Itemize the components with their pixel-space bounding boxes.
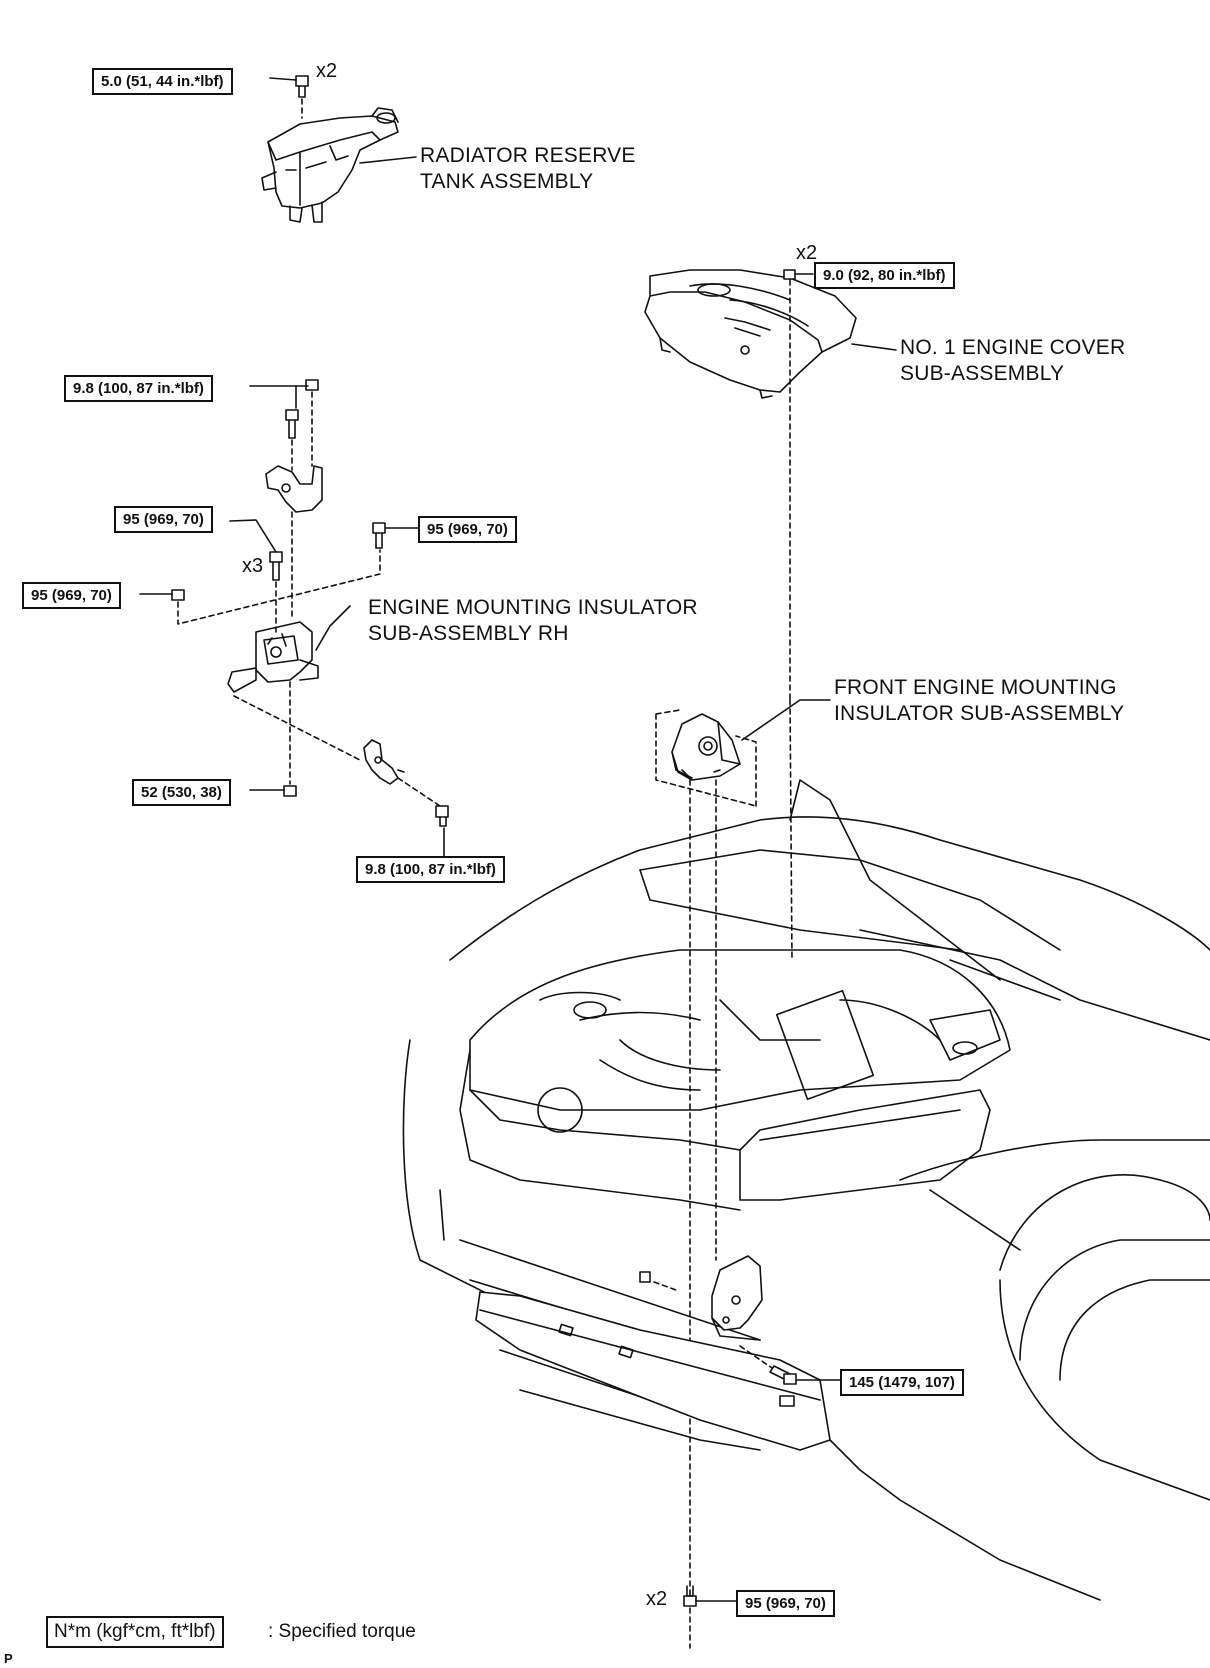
upper-bracket-leader bbox=[249, 385, 297, 409]
upper-bracket-dashed-lines bbox=[291, 391, 313, 471]
reserve-tank-leader bbox=[359, 156, 417, 164]
qty-tank-bolts: x2 bbox=[316, 60, 338, 82]
engine-cover-drawing bbox=[644, 269, 857, 399]
torque-label-cover-nut: 9.0 (92, 80 in.*lbf) bbox=[814, 262, 955, 289]
upper-bracket-bolt-icon bbox=[285, 409, 299, 439]
front-insulator-drawing bbox=[671, 713, 741, 781]
part-label-reserve-tank: RADIATOR RESERVE TANK ASSEMBLY bbox=[420, 144, 636, 193]
rh-dashed-lines bbox=[177, 549, 381, 625]
part-label-insulator-rh: ENGINE MOUNTING INSULATOR SUB-ASSEMBLY R… bbox=[368, 596, 698, 645]
corner-code: P bbox=[4, 1651, 13, 1666]
bracket-lower-bolt-icon bbox=[435, 805, 449, 827]
torque-label-rh-bolt-right: 95 (969, 70) bbox=[418, 516, 517, 543]
cover-nut-icon bbox=[783, 269, 796, 280]
bottom-bolt-icon bbox=[683, 1585, 697, 1607]
torque-label-bracket-lower: 9.8 (100, 87 in.*lbf) bbox=[356, 856, 505, 883]
tank-bolt-icon bbox=[295, 75, 309, 98]
vehicle-front-drawing bbox=[402, 779, 1210, 1601]
torque-label-bracket-upper: 9.8 (100, 87 in.*lbf) bbox=[64, 375, 213, 402]
tank-bolt-leader bbox=[269, 77, 297, 81]
rh-bolt-left-leader bbox=[229, 519, 277, 553]
rh-nut-icon bbox=[171, 589, 185, 601]
qty-cover-nuts: x2 bbox=[796, 242, 818, 264]
part-label-front-insulator: FRONT ENGINE MOUNTING INSULATOR SUB-ASSE… bbox=[834, 676, 1125, 725]
lower-nut-icon bbox=[283, 785, 297, 797]
part-label-engine-cover: NO. 1 ENGINE COVER SUB-ASSEMBLY bbox=[900, 336, 1126, 385]
insulator-rh-drawing bbox=[227, 621, 319, 693]
torque-label-front-bolt: 145 (1479, 107) bbox=[840, 1369, 964, 1396]
radiator-reserve-tank-drawing bbox=[261, 107, 399, 223]
front-insulator-dashed-lines bbox=[689, 779, 717, 1649]
front-insulator-dashed-box bbox=[655, 709, 757, 807]
rh-bolt-right-icon bbox=[372, 522, 386, 549]
torque-label-rh-nut: 95 (969, 70) bbox=[22, 582, 121, 609]
front-insulator-leader bbox=[741, 699, 831, 741]
torque-label-tank-bolt: 5.0 (51, 44 in.*lbf) bbox=[92, 68, 233, 95]
engine-cover-leader bbox=[851, 343, 897, 351]
cover-dashed-line bbox=[789, 279, 793, 961]
qty-bottom-bolts: x2 bbox=[646, 1588, 668, 1610]
qty-rh-bolts: x3 bbox=[242, 555, 264, 577]
rh-bolt-left-icon bbox=[269, 551, 283, 581]
torque-label-bottom-bolt: 95 (969, 70) bbox=[736, 1590, 835, 1617]
lower-bracket-dashed-line bbox=[233, 695, 441, 807]
upper-bracket-drawing bbox=[265, 465, 323, 513]
legend-torque-text: : Specified torque bbox=[268, 1621, 416, 1642]
upper-bracket-nut-icon bbox=[305, 379, 319, 391]
torque-label-rh-bolt-left: 95 (969, 70) bbox=[114, 506, 213, 533]
insulator-rh-leader bbox=[315, 605, 351, 651]
legend-torque-box: N*m (kgf*cm, ft*lbf) bbox=[46, 1616, 224, 1648]
torque-label-lower-nut: 52 (530, 38) bbox=[132, 779, 231, 806]
